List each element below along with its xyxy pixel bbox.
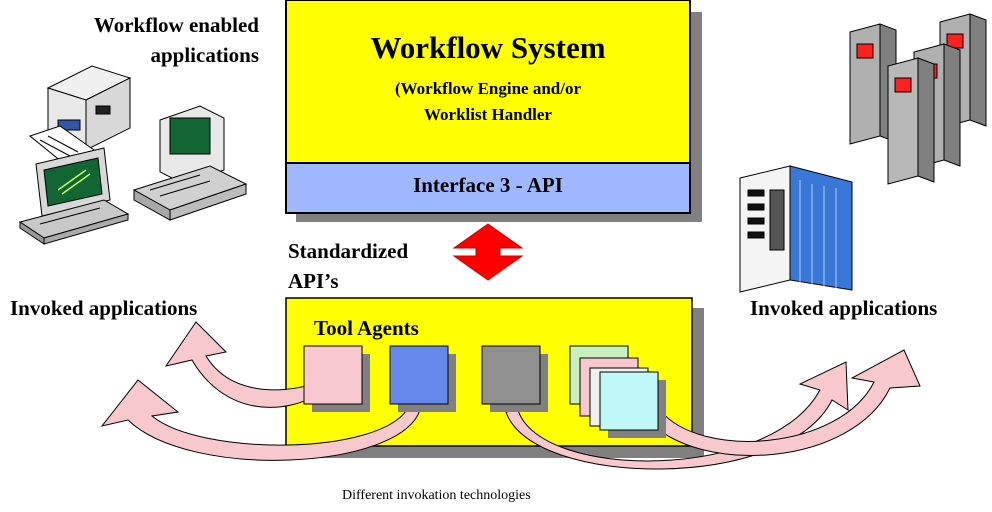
workflow-system-box	[285, 0, 691, 164]
invocation-arrow-left-upper	[164, 321, 327, 408]
subtitle-line-2: Worklist Handler	[424, 105, 552, 124]
server-rack-icon	[849, 13, 987, 185]
workflow-enabled-line-2: applications	[150, 43, 259, 67]
invocation-caption: Different invokation technologies	[342, 488, 531, 503]
subtitle-line-1: (Workflow Engine and/or	[394, 79, 582, 98]
interface-label: Interface 3 - API	[413, 173, 563, 197]
invocation-arrow-right-upper	[647, 349, 921, 456]
invoked-applications-right: Invoked applications	[750, 296, 938, 320]
printer-icon	[28, 65, 132, 163]
tool-agent-pink	[303, 345, 363, 405]
laptop-icon	[18, 147, 130, 245]
tool-agent-blue	[389, 345, 449, 405]
desktop-computer-icon	[132, 105, 248, 221]
tool-agents-label: Tool Agents	[314, 316, 419, 340]
api-double-arrow	[452, 223, 524, 281]
standardized-line-2: API’s	[288, 269, 339, 293]
invoked-applications-left: Invoked applications	[10, 296, 198, 320]
interface-bar	[285, 162, 691, 214]
invocation-arrows	[100, 321, 921, 470]
workflow-enabled-label: Workflow enabled applications	[44, 10, 259, 70]
tool-agent-stack-cyan	[599, 371, 659, 431]
invocation-arrow-left-lower	[100, 379, 421, 461]
workflow-enabled-line-1: Workflow enabled	[93, 13, 259, 37]
standardized-apis-label: Standardized API’s	[288, 236, 408, 296]
workflow-system-title: Workflow System	[370, 30, 606, 65]
mainframe-tower-icon	[739, 165, 853, 293]
tool-agent-gray	[481, 345, 541, 405]
standardized-line-1: Standardized	[288, 239, 409, 263]
workflow-system-subtitle: (Workflow Engine and/or Worklist Handler	[286, 76, 690, 128]
